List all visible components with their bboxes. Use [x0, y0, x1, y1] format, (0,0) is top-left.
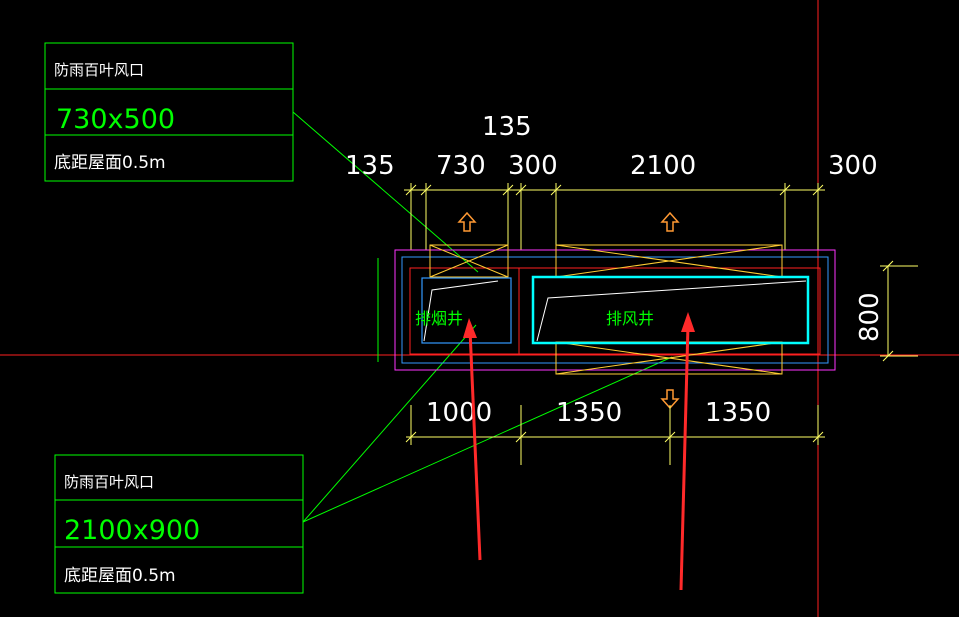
dim-top-seg-4: 2100 — [630, 151, 696, 181]
top-dimension-line — [404, 183, 825, 250]
dim-bottom-seg-2: 1350 — [556, 398, 622, 428]
smoke-shaft-symbol — [423, 280, 499, 342]
outer-outline — [394, 249, 836, 371]
smoke-shaft-label: 排烟井 — [415, 309, 463, 328]
bottom-callout-title: 防雨百叶风口 — [64, 473, 154, 491]
left-louver-top — [429, 244, 509, 278]
bottom-callout-size: 2100x900 — [64, 515, 200, 546]
exhaust-shaft-box — [531, 275, 810, 345]
red-inner-outline — [409, 267, 821, 355]
red-pointer-arrow-left — [463, 318, 482, 561]
top-callout-size: 730x500 — [56, 104, 175, 135]
airflow-down-arrow-icon — [660, 389, 680, 410]
dim-top-seg-1: 135 — [345, 151, 395, 181]
smoke-shaft-box — [421, 277, 512, 344]
top-callout-height: 底距屋面0.5m — [54, 153, 166, 173]
dim-bottom-seg-3: 1350 — [705, 398, 771, 428]
red-pointer-arrow-right — [679, 312, 695, 591]
dim-top-seg-3: 300 — [508, 151, 558, 181]
airflow-up-arrow-icon — [457, 211, 477, 232]
blue-outline — [401, 256, 829, 364]
top-callout: 防雨百叶风口 730x500 底距屋面0.5m — [44, 42, 294, 182]
dim-top-seg-2: 730 — [436, 151, 486, 181]
dim-top-seg-5: 300 — [828, 151, 878, 181]
bottom-leader-line-2 — [302, 356, 673, 523]
top-callout-title: 防雨百叶风口 — [54, 61, 144, 79]
exhaust-shaft-symbol — [536, 280, 807, 342]
dim-top-overall: 135 — [482, 112, 532, 142]
right-dimension-line — [880, 260, 918, 362]
dim-right-height: 800 — [855, 292, 885, 342]
exhaust-shaft-label: 排风井 — [606, 309, 654, 328]
bottom-callout-height: 底距屋面0.5m — [64, 566, 176, 586]
bottom-leader-line-1 — [302, 324, 477, 523]
dim-bottom-seg-1: 1000 — [426, 398, 492, 428]
right-louver-bottom — [555, 341, 783, 375]
top-leader-line — [292, 111, 479, 273]
bottom-callout: 防雨百叶风口 2100x900 底距屋面0.5m — [54, 454, 304, 594]
airflow-up-arrow-icon — [660, 211, 680, 232]
